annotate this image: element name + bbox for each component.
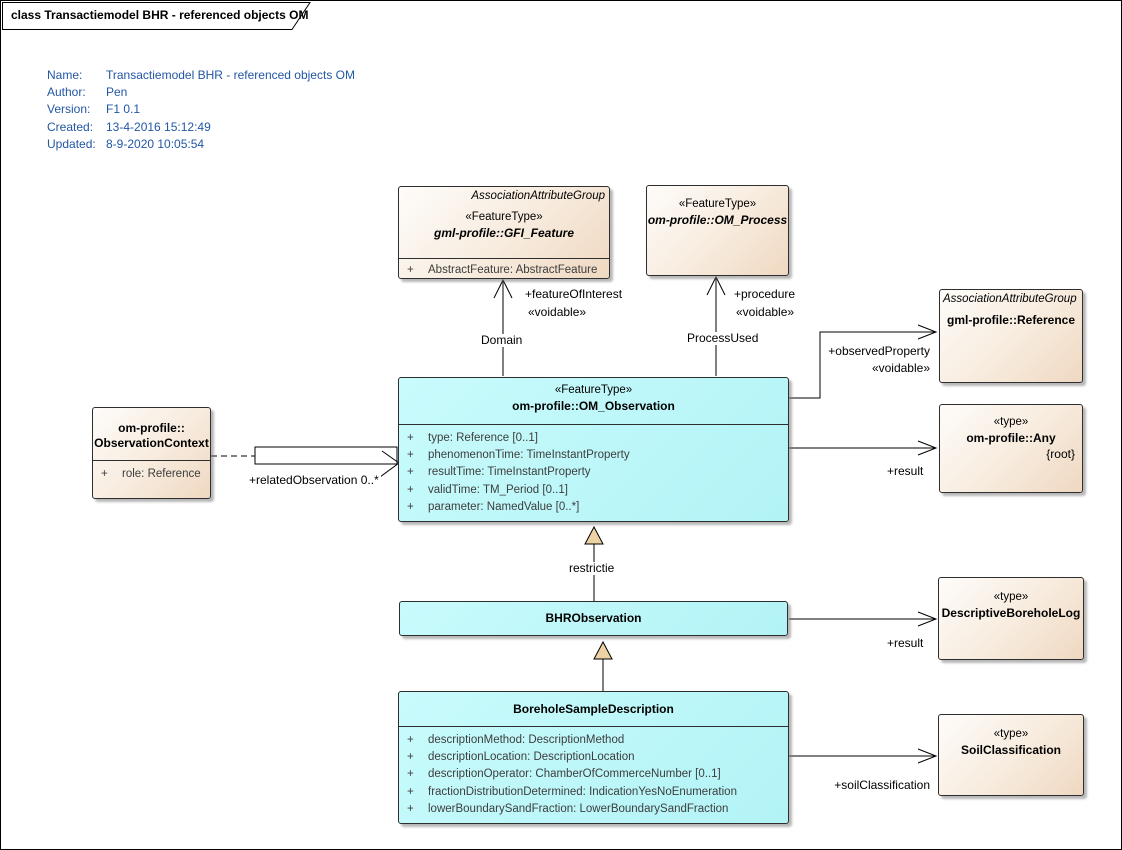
class-bhr-observation[interactable]: BHRObservation — [399, 601, 788, 636]
stereotype-label: «type» — [993, 728, 1029, 740]
diagram-metadata: Name:Transactiemodel BHR - referenced ob… — [47, 67, 355, 153]
label-restrictie: restrictie — [567, 561, 617, 575]
attribute-row: +validTime: TM_Period [0..1] — [407, 483, 568, 496]
attribute-row: +fractionDistributionDetermined: Indicat… — [407, 785, 737, 798]
class-descriptive-borehole-log[interactable]: «type» DescriptiveBoreholeLog — [938, 577, 1084, 660]
class-om-observation[interactable]: «FeatureType» om-profile::OM_Observation… — [398, 377, 789, 522]
class-gfi-feature[interactable]: AssociationAttributeGroup «FeatureType» … — [398, 186, 610, 279]
metadata-row: Version:F1 0.1 — [47, 102, 141, 117]
attribute-row: +AbstractFeature: AbstractFeature — [407, 264, 598, 276]
class-name: gml-profile::GFI_Feature — [433, 226, 574, 240]
class-name: SoilClassification — [960, 743, 1062, 757]
attributes-compartment: +role: Reference — [93, 460, 210, 498]
attributes-compartment: +type: Reference [0..1] +phenomenonTime:… — [399, 424, 788, 521]
label-related-observation: +relatedObservation 0..* — [247, 473, 381, 487]
class-name: DescriptiveBoreholeLog — [941, 606, 1081, 620]
attribute-row: +phenomenonTime: TimeInstantProperty — [407, 449, 630, 462]
attribute-row: +descriptionOperator: ChamberOfCommerceN… — [407, 768, 721, 781]
class-observation-context[interactable]: om-profile:: ObservationContext +role: R… — [92, 407, 211, 499]
connector-result-any — [789, 440, 938, 456]
metadata-row: Name:Transactiemodel BHR - referenced ob… — [47, 68, 355, 82]
label-procedure: +procedure — [732, 287, 798, 301]
class-name-line2: ObservationContext — [94, 436, 209, 450]
group-label: AssociationAttributeGroup — [943, 293, 1077, 305]
attribute-row: +type: Reference [0..1] — [407, 432, 538, 444]
attribute-row: +descriptionLocation: DescriptionLocatio… — [407, 751, 635, 764]
label-procedure-voidable: «voidable» — [734, 305, 797, 319]
connector-result-log — [789, 611, 938, 627]
attribute-row: +parameter: NamedValue [0..*] — [407, 500, 580, 513]
attribute-row: +lowerBoundarySandFraction: LowerBoundar… — [407, 802, 729, 815]
constraint-label: {root} — [1046, 447, 1075, 461]
class-reference[interactable]: AssociationAttributeGroup gml-profile::R… — [939, 289, 1083, 383]
class-name-line1: om-profile:: — [118, 421, 185, 435]
class-name: gml-profile::Reference — [946, 313, 1076, 327]
label-result-any: +result — [885, 464, 926, 478]
metadata-row: Created:13-4-2016 15:12:49 — [47, 119, 211, 134]
attribute-row: +role: Reference — [101, 468, 201, 480]
stereotype-label: «type» — [993, 416, 1029, 428]
class-name: BoreholeSampleDescription — [513, 702, 674, 716]
label-process-used: ProcessUsed — [685, 331, 761, 345]
connector-soil-classification — [789, 748, 938, 764]
connector-bsd-generalization — [593, 640, 613, 691]
stereotype-label: «type» — [993, 591, 1029, 603]
stereotype-label: «FeatureType» — [465, 211, 543, 223]
class-om-process[interactable]: «FeatureType» om-profile::OM_Process — [646, 185, 789, 276]
class-name: BHRObservation — [545, 611, 642, 625]
label-feature-of-interest-voidable: «voidable» — [526, 305, 589, 319]
connector-feature-of-interest — [493, 278, 513, 376]
label-domain: Domain — [479, 333, 525, 347]
connector-procedure — [706, 275, 726, 376]
stereotype-label: «FeatureType» — [678, 198, 757, 210]
label-observed-property: +observedProperty — [826, 344, 932, 358]
attributes-compartment: +AbstractFeature: AbstractFeature — [399, 258, 609, 278]
class-name: om-profile::OM_Process — [647, 213, 788, 227]
class-any[interactable]: «type» om-profile::Any {root} — [939, 404, 1083, 493]
class-borehole-sample-description[interactable]: BoreholeSampleDescription +descriptionMe… — [398, 691, 789, 824]
group-label: AssociationAttributeGroup — [471, 190, 605, 202]
label-result-log: +result — [885, 636, 926, 650]
class-name: om-profile::OM_Observation — [512, 399, 675, 413]
label-soil-classification: +soilClassification — [832, 778, 932, 792]
metadata-row: Author:Pen — [47, 85, 128, 100]
label-feature-of-interest: +featureOfInterest — [523, 287, 625, 301]
attribute-row: +resultTime: TimeInstantProperty — [407, 466, 591, 479]
class-name: om-profile::Any — [966, 431, 1056, 445]
metadata-row: Updated:8-9-2020 10:05:54 — [47, 136, 205, 151]
class-soil-classification[interactable]: «type» SoilClassification — [938, 714, 1084, 796]
diagram-frame-title: class Transactiemodel BHR - referenced o… — [11, 8, 309, 22]
attribute-row: +descriptionMethod: DescriptionMethod — [407, 734, 625, 746]
stereotype-label: «FeatureType» — [554, 384, 633, 396]
attributes-compartment: +descriptionMethod: DescriptionMethod +d… — [399, 726, 788, 823]
label-observed-property-voidable: «voidable» — [869, 361, 932, 375]
